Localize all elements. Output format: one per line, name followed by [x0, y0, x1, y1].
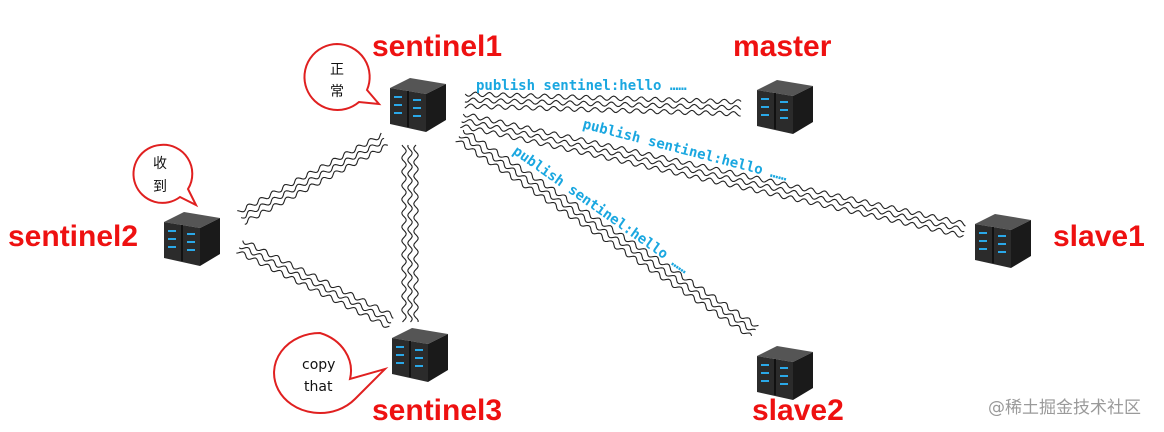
- link-sentinel1-sentinel2: [237, 132, 388, 225]
- watermark: @稀土掘金技术社区: [988, 398, 1141, 418]
- label-slave2: slave2: [752, 394, 844, 427]
- bubble-sentinel2: 收 到: [132, 143, 199, 208]
- label-sentinel2: sentinel2: [8, 220, 138, 253]
- server-sentinel2: [163, 211, 221, 267]
- label-sentinel3: sentinel3: [372, 394, 502, 427]
- server-sentinel1: [389, 77, 447, 133]
- message-to-master: publish sentinel:hello ……: [476, 78, 687, 94]
- svg-text:正: 正: [330, 62, 344, 78]
- label-slave1: slave1: [1053, 220, 1145, 253]
- bubble-sentinel1: 正 常: [303, 42, 382, 111]
- link-sentinel1-sentinel3: [401, 144, 419, 323]
- server-slave1: [974, 213, 1032, 269]
- message-to-slave2: publish sentinel:hello ……: [510, 143, 692, 277]
- svg-text:常: 常: [330, 84, 344, 100]
- link-sentinel1-slave2: [455, 129, 759, 337]
- label-sentinel1: sentinel1: [372, 30, 502, 63]
- link-sentinel2-sentinel3: [236, 240, 394, 328]
- connection-lines: [236, 91, 966, 337]
- server-sentinel3: [391, 327, 449, 383]
- link-sentinel1-master: [464, 91, 742, 117]
- server-master: [756, 79, 814, 135]
- svg-text:copy: copy: [302, 357, 335, 373]
- link-sentinel1-slave1: [460, 113, 966, 238]
- svg-text:收: 收: [153, 156, 167, 172]
- svg-text:到: 到: [153, 179, 167, 195]
- svg-text:that: that: [304, 379, 333, 395]
- bubble-sentinel3: copy that: [273, 331, 389, 414]
- server-slave2: [756, 345, 814, 401]
- label-master: master: [733, 30, 832, 63]
